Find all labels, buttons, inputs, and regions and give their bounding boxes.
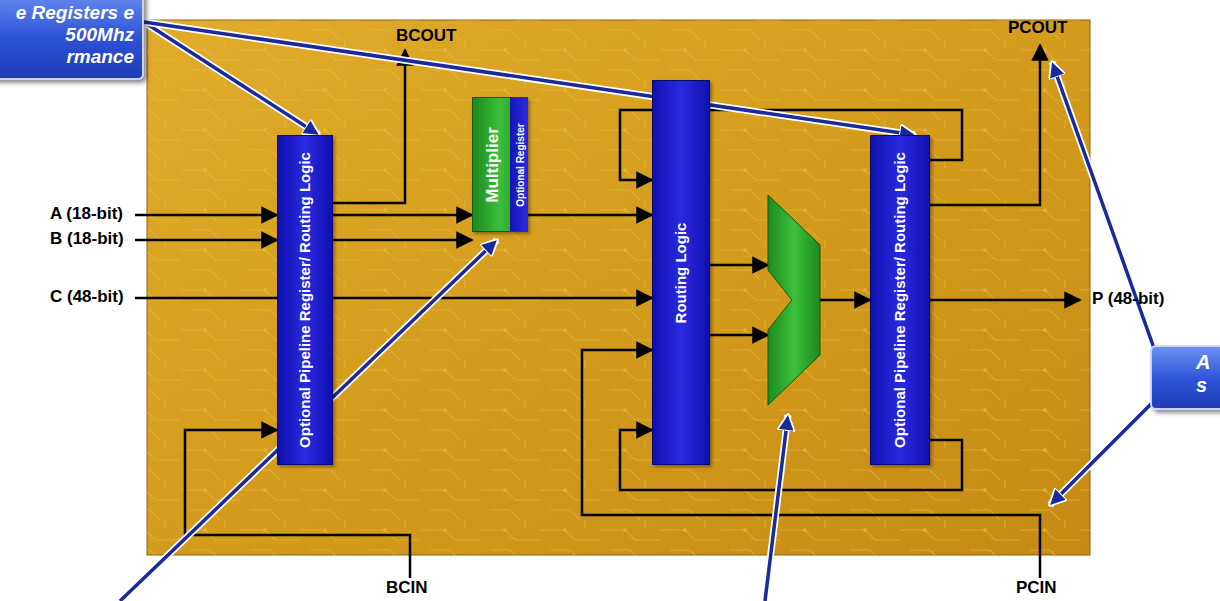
board-ground (147, 20, 1090, 555)
edge-group (144, 22, 319, 135)
leader-halo (1050, 395, 1160, 505)
leader-halo (144, 22, 319, 135)
signal-name: C (48-bit) (50, 287, 124, 307)
callout-text: A s (1196, 351, 1212, 397)
leader-halo (1052, 62, 1160, 365)
wire-bcout (333, 50, 405, 203)
leader-arrow (144, 22, 915, 135)
wire-a (135, 214, 277, 217)
pipeline-register-block: Optional Pipeline Register/ Routing Logi… (870, 135, 930, 465)
edge-group (333, 215, 472, 216)
wire-pcout (930, 45, 1040, 205)
board (147, 20, 1090, 555)
leader-halo (765, 415, 788, 601)
block-label: Routing Logic (672, 88, 689, 457)
wire-p (930, 299, 1080, 302)
wire-b (135, 239, 277, 242)
leader-halo (144, 22, 915, 135)
leader-arrow (1052, 62, 1160, 365)
callout-text: e Registers e 500Mhz rmance (12, 2, 134, 68)
callout-box: e Registers e 500Mhz rmance (0, 0, 144, 80)
signal-arrow (333, 214, 472, 217)
leader-arrow (1050, 395, 1160, 505)
routing-logic-block: Routing Logic (652, 80, 710, 465)
signal-name: BCIN (386, 578, 428, 598)
edge-group (144, 22, 915, 135)
block-label: Multiplier (483, 127, 503, 203)
signal-arrow (528, 214, 652, 217)
board-traces (147, 20, 1090, 555)
wires (135, 45, 1080, 578)
wire-adder-in2 (710, 334, 768, 337)
wire-c (135, 297, 652, 300)
signal-name: P (48-bit) (1092, 289, 1164, 309)
block-label: Optional Pipeline Register/ Routing Logi… (296, 143, 313, 457)
leader-arrow (144, 22, 319, 135)
wire-adder-in1 (710, 264, 768, 267)
edge-group (528, 215, 652, 216)
signal-name: PCIN (1016, 578, 1057, 598)
wire-b-mult (333, 239, 472, 242)
signal-name: B (18-bit) (50, 229, 124, 249)
block-label: Optional Pipeline Register/ Routing Logi… (891, 143, 908, 457)
callout-box: A s (1150, 345, 1220, 410)
signal-name: PCOUT (1008, 18, 1068, 38)
adder-symbol (768, 195, 820, 405)
leader-arrow (765, 415, 788, 601)
wire-adder-out (820, 299, 870, 302)
leader-arrows (120, 62, 1160, 601)
register-label: Optional Register (515, 123, 527, 206)
signal-name: BCOUT (396, 26, 456, 46)
pipeline-register-block: Optional Pipeline Register/ Routing Logi… (277, 135, 333, 465)
wire-pcin (582, 350, 1040, 578)
multiplier-block: Multiplier Optional Register (472, 97, 528, 232)
signal-name: A (18-bit) (50, 204, 123, 224)
